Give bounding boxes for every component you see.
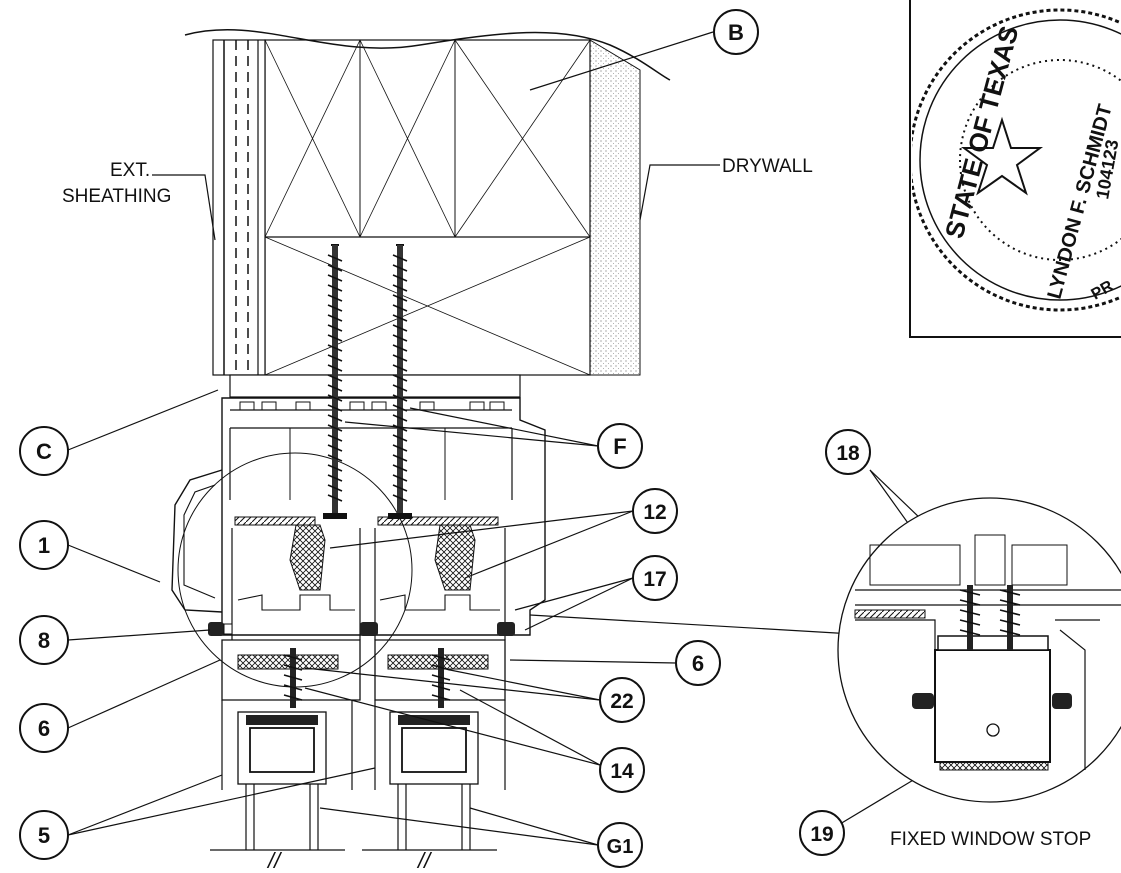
svg-text:19: 19 (810, 823, 833, 846)
svg-text:C: C (36, 439, 52, 464)
callout-6-left: 6 (19, 703, 69, 753)
svg-text:17: 17 (643, 568, 666, 591)
svg-text:14: 14 (610, 760, 634, 783)
callout-17: 17 (632, 555, 678, 601)
svg-text:8: 8 (38, 628, 50, 653)
stop-screw-left (959, 585, 981, 650)
weather-gasket-right (497, 622, 515, 636)
window-frame-profile (171, 397, 546, 851)
small-screw-right (431, 648, 451, 708)
callout-18: 18 (825, 429, 871, 475)
weather-gasket-left (208, 622, 233, 636)
break-mark-right: // (416, 848, 432, 873)
insulated-glass-unit-left (210, 700, 353, 851)
ext-sheathing-label-line1: EXT. (110, 160, 150, 181)
svg-text:F: F (613, 434, 626, 459)
weather-gasket-mid (360, 622, 378, 636)
svg-text:G1: G1 (607, 836, 634, 858)
callout-g1: G1 (597, 822, 643, 868)
svg-text:22: 22 (610, 690, 633, 713)
stop-screw-right (999, 585, 1021, 650)
small-screw-left (283, 648, 303, 708)
callout-1: 1 (19, 520, 69, 570)
wood-stud (264, 39, 591, 376)
star-icon (960, 116, 1044, 196)
callout-19: 19 (799, 810, 845, 856)
callout-22: 22 (599, 677, 645, 723)
drywall-panel (589, 39, 641, 376)
ext-sheathing-label-line2: SHEATHING (62, 186, 171, 207)
fixed-window-stop-detail: FIXED WINDOW STOP (837, 497, 1121, 850)
callout-6-right: 6 (675, 640, 721, 686)
svg-text:5: 5 (38, 823, 50, 848)
shim-c (229, 374, 521, 398)
callout-14: 14 (599, 747, 645, 793)
wall-assembly (184, 29, 671, 398)
fixed-window-stop-label: FIXED WINDOW STOP (890, 829, 1091, 850)
svg-text:6: 6 (692, 651, 704, 676)
insulated-glass-unit-right (362, 700, 506, 851)
svg-text:18: 18 (836, 442, 860, 465)
svg-text:B: B (728, 20, 744, 45)
drywall-label: DRYWALL (722, 156, 813, 177)
engineer-seal: STATE OF TEXAS LYNDON F. SCHMIDT 104123 … (909, 0, 1121, 338)
callout-f: F (597, 423, 643, 469)
callout-b: B (713, 9, 759, 55)
exterior-sheathing (212, 39, 266, 376)
callout-c: C (19, 426, 69, 476)
callout-8: 8 (19, 615, 69, 665)
svg-text:6: 6 (38, 716, 50, 741)
break-line (184, 29, 671, 81)
callout-12: 12 (632, 488, 678, 534)
callout-5: 5 (19, 810, 69, 860)
break-mark-left: // (266, 848, 282, 873)
svg-text:1: 1 (38, 533, 50, 558)
svg-text:12: 12 (643, 501, 666, 524)
